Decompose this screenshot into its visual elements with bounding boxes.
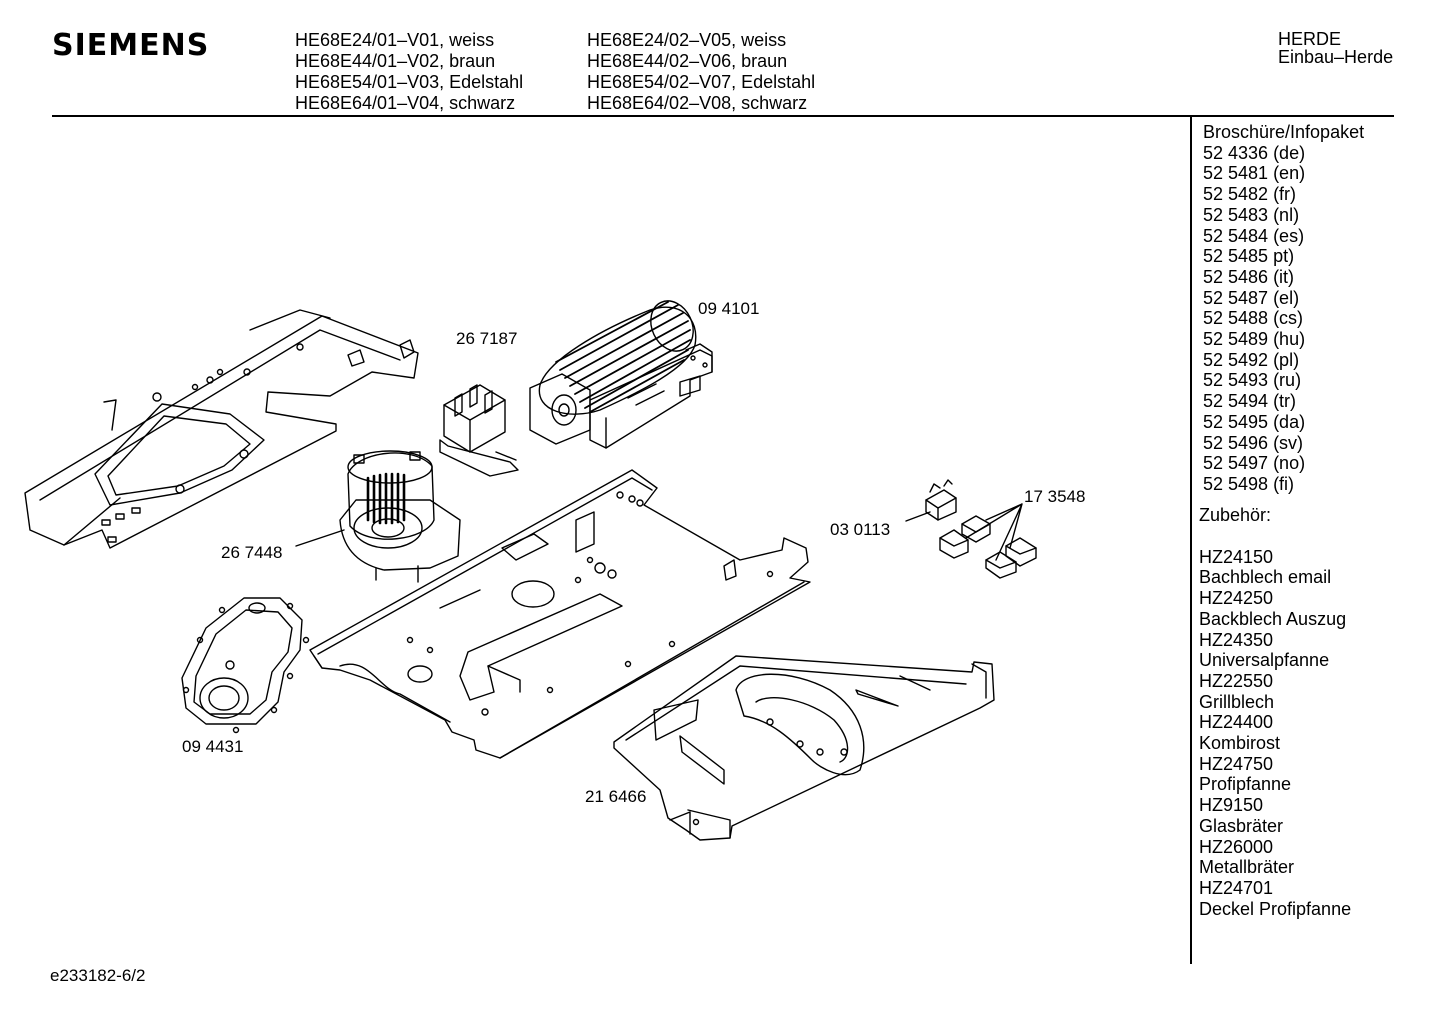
brochure-item: 52 5496 (sv) <box>1203 432 1304 453</box>
accessory-name: Universalpfanne <box>1199 650 1330 671</box>
model-list-2: HE68E24/02–V05, weiss HE68E44/02–V06, br… <box>587 30 815 114</box>
accessory-title: Zubehör: <box>1199 505 1272 525</box>
brand-logo: SIEMENS <box>52 28 210 63</box>
accessory-name: Metallbräter <box>1199 857 1295 878</box>
brochure-item: 52 5482 (fr) <box>1203 184 1297 205</box>
model-item: HE68E54/02–V07, Edelstahl <box>587 72 816 92</box>
brochure-item: 52 5498 (fi) <box>1203 473 1295 494</box>
brochure-item: 52 5481 (en) <box>1203 163 1306 184</box>
accessory-name: Glasbräter <box>1199 815 1284 836</box>
brochure-item: 52 5495 (da) <box>1203 411 1306 432</box>
leader-line <box>905 511 931 522</box>
leader-line <box>965 503 1023 561</box>
accessory-name: Kombirost <box>1199 733 1281 754</box>
brochure-item: 52 4336 (de) <box>1203 142 1306 163</box>
part-label: 03 0113 <box>830 520 891 539</box>
brochure-item: 52 5494 (tr) <box>1203 391 1297 412</box>
accessory-code: HZ9150 <box>1199 795 1264 816</box>
part-label: 09 4431 <box>182 737 244 756</box>
accessory-code: HZ24150 <box>1199 546 1274 567</box>
brochure-item: 52 5493 (ru) <box>1203 370 1302 391</box>
leader-line <box>295 529 345 547</box>
accessory-name: Grillblech <box>1199 691 1275 712</box>
accessory-code: HZ22550 <box>1199 670 1274 691</box>
accessory-code: HZ24750 <box>1199 753 1274 774</box>
brochure-item: 52 5488 (cs) <box>1203 308 1304 329</box>
category: HERDE Einbau–Herde <box>1278 30 1393 66</box>
brochure-title: Broschüre/Infopaket <box>1203 122 1365 142</box>
part-label: 26 7187 <box>456 329 518 348</box>
switch-part <box>925 479 957 521</box>
accessory-name: Deckel Profipfanne <box>1199 898 1352 919</box>
sidebar-divider <box>1190 117 1192 964</box>
fan-housing-part <box>181 597 310 734</box>
document-id: e233182-6/2 <box>50 966 146 985</box>
exploded-parts-drawing <box>24 300 1037 841</box>
brochure-item: 52 5489 (hu) <box>1203 329 1306 350</box>
brochure-item: 52 5485 pt) <box>1203 246 1295 267</box>
category-sub: Einbau–Herde <box>1278 47 1394 67</box>
part-label: 17 3548 <box>1024 487 1086 506</box>
fan-motor-part <box>339 450 461 583</box>
accessory-name: Backblech Auszug <box>1199 608 1347 629</box>
model-item: HE68E64/01–V04, schwarz <box>295 93 516 113</box>
model-item: HE68E54/01–V03, Edelstahl <box>295 72 524 92</box>
accessory-name: Profipfanne <box>1199 774 1292 795</box>
model-item: HE68E44/01–V02, braun <box>295 51 496 71</box>
accessory-code: HZ24701 <box>1199 877 1274 898</box>
part-label: 21 6466 <box>585 787 647 806</box>
bottom-tray-part <box>613 655 995 841</box>
brochure-item: 52 5487 (el) <box>1203 287 1300 308</box>
accessory-list: Zubehör: HZ24150 Bachblech email HZ24250… <box>1199 505 1351 919</box>
category-main: HERDE <box>1278 29 1342 49</box>
accessory-name: Bachblech email <box>1199 567 1332 588</box>
part-label: 26 7448 <box>221 543 283 562</box>
model-list-1: HE68E24/01–V01, weiss HE68E44/01–V02, br… <box>295 30 523 114</box>
model-item: HE68E24/01–V01, weiss <box>295 30 495 50</box>
accessory-code: HZ24350 <box>1199 629 1274 650</box>
tangential-fan-part <box>529 300 713 449</box>
accessory-code: HZ26000 <box>1199 836 1274 857</box>
brochure-item: 52 5483 (nl) <box>1203 204 1300 225</box>
brochure-item: 52 5484 (es) <box>1203 225 1305 246</box>
model-item: HE68E24/02–V05, weiss <box>587 30 787 50</box>
brochure-item: 52 5492 (pl) <box>1203 349 1300 370</box>
brochure-item: 52 5486 (it) <box>1203 266 1295 287</box>
header-divider <box>52 115 1394 117</box>
brochure-item: 52 5497 (no) <box>1203 453 1306 474</box>
base-plate-part <box>309 469 811 759</box>
model-item: HE68E64/02–V08, schwarz <box>587 93 808 113</box>
accessory-code: HZ24400 <box>1199 712 1274 733</box>
top-frame-part <box>24 309 419 549</box>
model-item: HE68E44/02–V06, braun <box>587 51 788 71</box>
accessory-code: HZ24250 <box>1199 588 1274 609</box>
transformer-part <box>439 384 519 477</box>
brochure-list: Broschüre/Infopaket 52 4336 (de) 52 5481… <box>1203 122 1364 495</box>
part-label: 09 4101 <box>698 299 760 318</box>
